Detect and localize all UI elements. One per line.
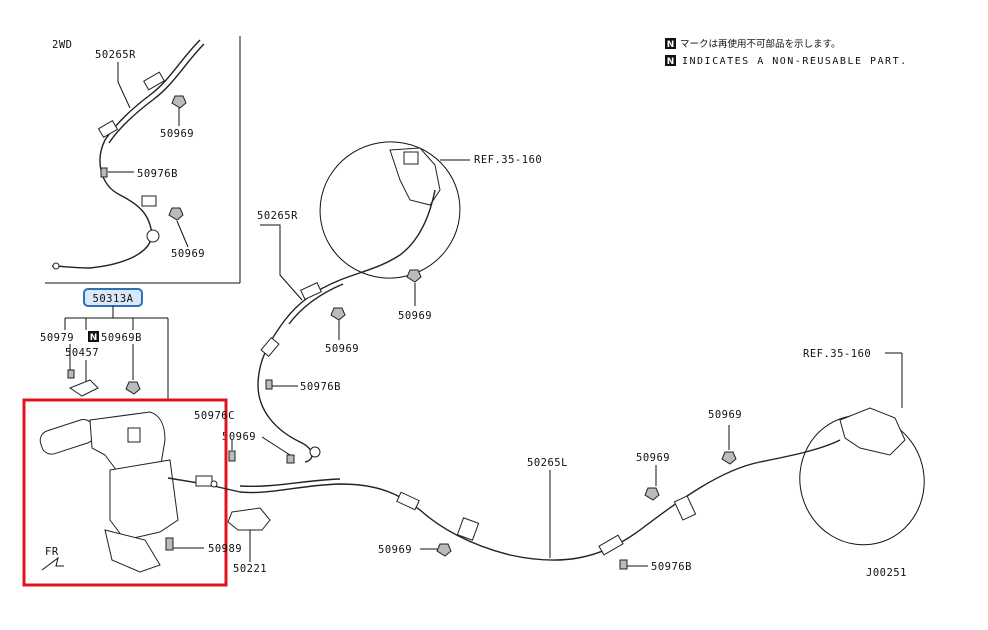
part-label-50976c[interactable]: 50976C — [194, 410, 235, 422]
part-label-50969[interactable]: 50969 — [325, 343, 359, 355]
part-label-50969b[interactable]: 50969B — [101, 332, 142, 344]
non-reusable-n-icon — [665, 38, 676, 49]
part-label-50265l[interactable]: 50265L — [527, 457, 568, 469]
part-label-50969[interactable]: 50969 — [398, 310, 432, 322]
part-label-50969[interactable]: 50969 — [160, 128, 194, 140]
part-label-50979[interactable]: 50979 — [40, 332, 74, 344]
part-label-50969[interactable]: 50969 — [708, 409, 742, 421]
diagram-code: J00251 — [866, 567, 907, 579]
part-label-50265r[interactable]: 50265R — [95, 49, 136, 61]
rear-cable-right: 50265R 50969 50969 50976B 50969 — [222, 210, 432, 464]
ref-label-top[interactable]: REF.35-160 — [474, 154, 542, 166]
front-direction-label: FR — [45, 546, 59, 558]
part-label-50976b[interactable]: 50976B — [137, 168, 178, 180]
part-label-50457[interactable]: 50457 — [65, 347, 99, 359]
legend-jp-text: マークは再使用不可部品を示します。 — [680, 38, 841, 50]
svg-text:N: N — [90, 333, 98, 343]
part-label-50969[interactable]: 50969 — [378, 544, 412, 556]
highlight-box — [22, 398, 228, 587]
inset-2wd: 2WD 50265R 50969 50976B 50969 — [45, 36, 241, 284]
part-label-50313a[interactable]: 50313A — [93, 293, 134, 305]
parking-lever-assembly: 50313A 50979 N 50969B 50457 — [22, 288, 271, 587]
non-reusable-n-icon — [88, 331, 99, 342]
ref-label-right[interactable]: REF.35-160 — [803, 348, 871, 360]
part-label-50969[interactable]: 50969 — [636, 452, 670, 464]
rear-brake-left: REF.35-160 — [799, 348, 925, 546]
rear-brake-right: REF.35-160 — [319, 141, 542, 281]
svg-text:N: N — [667, 40, 675, 50]
part-label-50265r[interactable]: 50265R — [257, 210, 298, 222]
part-label-50976b[interactable]: 50976B — [300, 381, 341, 393]
legend: N マークは再使用不可部品を示します。 N INDICATES A NON-RE… — [665, 38, 908, 67]
legend-en-text: INDICATES A NON-REUSABLE PART. — [682, 56, 908, 67]
svg-text:N: N — [667, 57, 675, 67]
part-label-50969[interactable]: 50969 — [222, 431, 256, 443]
inset-title: 2WD — [52, 39, 72, 51]
part-label-50221[interactable]: 50221 — [233, 563, 267, 575]
part-label-50969[interactable]: 50969 — [171, 248, 205, 260]
part-label-50989[interactable]: 50989 — [208, 543, 242, 555]
non-reusable-n-icon — [665, 55, 676, 66]
rear-cable-left: 50265L 50969 50969 50969 50976B J00251 — [239, 409, 907, 579]
part-label-50976b[interactable]: 50976B — [651, 561, 692, 573]
front-arrow-icon — [41, 556, 64, 571]
